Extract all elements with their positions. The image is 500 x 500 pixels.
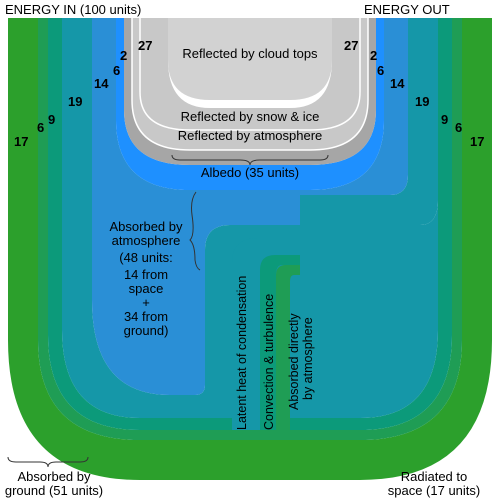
- energy-out-header: ENERGY OUT: [364, 2, 450, 17]
- absorbed-atmo-line8: ground): [124, 323, 169, 338]
- band-teal-blue-19: [62, 18, 438, 418]
- label-absorbed-ground-2: ground (51 units): [5, 483, 103, 498]
- band-green-outer: [8, 18, 492, 480]
- band-teal-blue-19-right: [300, 18, 438, 225]
- separator-line-2: [131, 18, 369, 151]
- flow-latent-heat: [232, 238, 300, 440]
- flow-convection: [260, 255, 300, 440]
- value-right-6: 6: [455, 120, 462, 135]
- separator-line-1: [139, 18, 361, 131]
- absorbed-atmo-line3: (48 units:: [119, 250, 172, 265]
- label-absorbed-ground-1: Absorbed by: [18, 469, 91, 484]
- absorbed-atmo-line2: atmosphere: [112, 233, 181, 248]
- value-left-14: 14: [94, 76, 109, 91]
- value-right-9: 9: [441, 112, 448, 127]
- band-teal-9-bottom: [140, 418, 232, 430]
- label-convection: Convection & turbulence: [262, 294, 276, 430]
- band-green-6-bottom: [140, 430, 360, 440]
- band-blue-upper: [116, 18, 384, 190]
- label-latent-heat: Latent heat of condensation: [235, 276, 249, 430]
- band-gray-atmosphere: [124, 18, 376, 165]
- label-radiated-space-1: Radiated to: [401, 469, 468, 484]
- band-gray-snow: [132, 18, 368, 150]
- value-right-19: 19: [415, 94, 429, 109]
- albedo-brace: [171, 154, 329, 166]
- band-blue-14: [92, 18, 408, 395]
- label-reflected-cloud-tops: Reflected by cloud tops: [182, 46, 318, 61]
- value-left-17: 17: [14, 134, 28, 149]
- value-left-27: 27: [138, 38, 152, 53]
- absorbed-atmo-line5: space: [129, 281, 164, 296]
- label-reflected-snow-ice: Reflected by snow & ice: [181, 109, 320, 124]
- value-right-17: 17: [470, 134, 484, 149]
- label-reflected-atmosphere: Reflected by atmosphere: [178, 128, 323, 143]
- value-right-27: 27: [344, 38, 358, 53]
- value-right-14: 14: [390, 76, 405, 91]
- absorbed-atmo-line4: 14 from: [124, 267, 168, 282]
- absorbed-atmo-line1: Absorbed by: [110, 219, 183, 234]
- value-left-6: 6: [37, 120, 44, 135]
- value-left-6b: 6: [113, 63, 120, 78]
- flow-absorbed-directly: [276, 265, 300, 440]
- value-left-19: 19: [68, 94, 82, 109]
- energy-in-header: ENERGY IN (100 units): [5, 2, 141, 17]
- band-gray-cloud: [140, 18, 360, 130]
- absorbed-atmo-line7: 34 from: [124, 309, 168, 324]
- band-gray-cloud-top: [168, 18, 332, 100]
- label-radiated-space-2: space (17 units): [388, 483, 481, 498]
- value-left-9: 9: [48, 112, 55, 127]
- value-left-2: 2: [120, 48, 127, 63]
- absorbed-atmo-brace: [189, 191, 201, 271]
- ground-brace: [7, 456, 89, 468]
- label-absorbed-directly-1: Absorbed directly: [287, 313, 301, 410]
- value-right-2: 2: [370, 48, 377, 63]
- label-albedo: Albedo (35 units): [201, 165, 299, 180]
- label-absorbed-directly-2: by atmosphere: [301, 317, 315, 400]
- value-right-6b: 6: [377, 63, 384, 78]
- absorbed-atmo-line6: +: [142, 295, 150, 310]
